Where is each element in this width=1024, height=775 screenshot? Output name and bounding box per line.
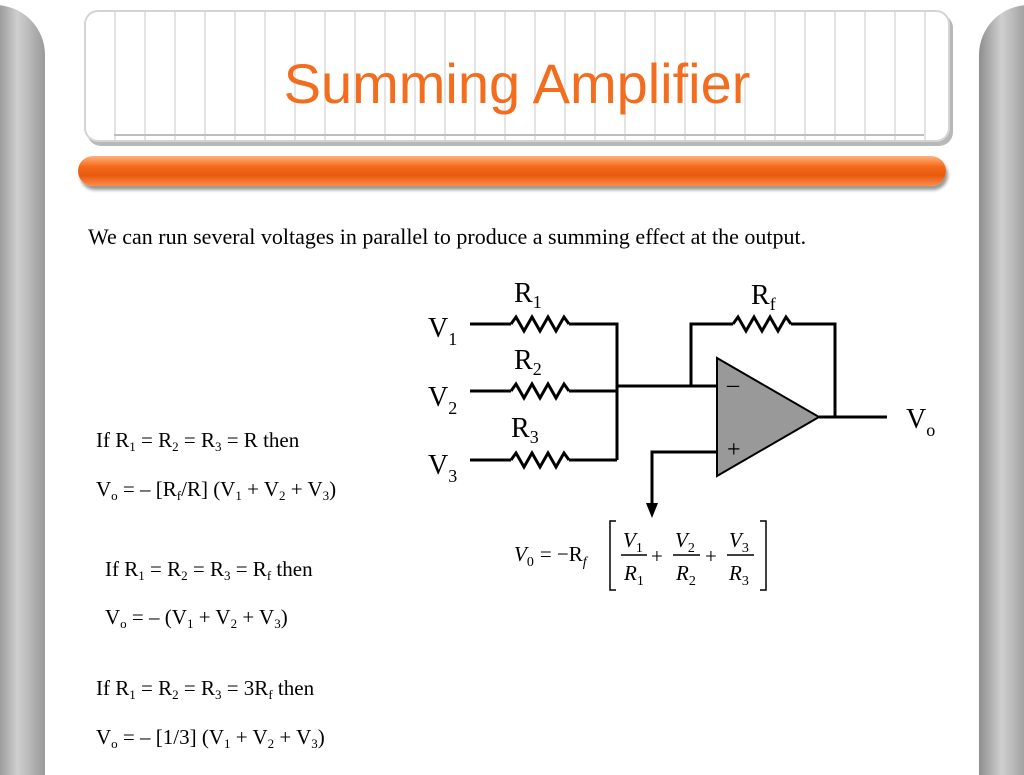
input-label-v3: V3 xyxy=(428,450,457,486)
ground-arrow-head xyxy=(646,503,658,518)
op-amp-minus: – xyxy=(726,372,740,398)
case3-condition: If R1 = R2 = R3 = 3Rf then xyxy=(96,676,315,702)
svg-text:V0= −Rf: V0= −Rf xyxy=(514,542,589,570)
op-amp-triangle xyxy=(716,356,821,478)
resistor-label-r1: R1 xyxy=(514,278,542,312)
title-frame: Summing Amplifier xyxy=(84,10,950,142)
title-underline xyxy=(114,134,924,136)
resistor-r2 xyxy=(509,380,571,402)
resistor-label-r3: R3 xyxy=(511,413,539,447)
fraction-denominator-2: R2 xyxy=(675,561,696,589)
case1-condition: If R1 = R2 = R3 = R then xyxy=(96,428,300,454)
fraction-numerator-2: V2 xyxy=(675,528,695,556)
intro-text: We can run several voltages in parallel … xyxy=(88,224,807,249)
case3-result: Vo = – [1/3] (V1 + V2 + V3) xyxy=(96,725,325,751)
resistor-r1 xyxy=(509,313,571,335)
case2-condition: If R1 = R2 = R3 = Rf then xyxy=(105,557,313,583)
op-amp-plus: + xyxy=(727,437,741,463)
resistor-label-r2: R2 xyxy=(514,345,542,379)
wire-feedback-left xyxy=(689,322,733,386)
resistor-label-rf: Rf xyxy=(751,280,776,314)
left-decorative-band xyxy=(0,5,45,775)
output-label-vo: Vo xyxy=(906,404,935,440)
resistor-r3 xyxy=(509,449,571,471)
input-label-v1: V1 xyxy=(428,313,457,349)
right-bracket xyxy=(760,520,767,591)
fraction-denominator-1: R1 xyxy=(623,561,644,589)
orange-divider-bar xyxy=(78,156,946,186)
fraction-numerator-1: V1 xyxy=(623,528,643,556)
input-label-v2: V2 xyxy=(428,382,457,418)
case2-result: Vo = – (V1 + V2 + V3) xyxy=(105,605,288,631)
gain-equation: V0= −Rf V1 R1 + V2 R2 + V3 R3 xyxy=(514,520,767,591)
case1-result: Vo = – [Rf/R] (V1 + V2 + V3) xyxy=(96,477,337,503)
wire-feedback-right xyxy=(791,322,837,417)
right-decorative-band xyxy=(979,5,1024,775)
slide-title: Summing Amplifier xyxy=(283,52,751,115)
resistor-rf xyxy=(731,313,793,335)
left-bracket xyxy=(609,520,616,591)
wire-noninverting-input xyxy=(650,450,717,505)
plus-sign-1: + xyxy=(651,544,663,568)
wire-r1-bus xyxy=(569,322,619,460)
fraction-denominator-3: R3 xyxy=(728,561,749,589)
fraction-numerator-3: V3 xyxy=(729,528,749,556)
plus-sign-2: + xyxy=(705,544,717,568)
title-stripes xyxy=(86,12,948,140)
